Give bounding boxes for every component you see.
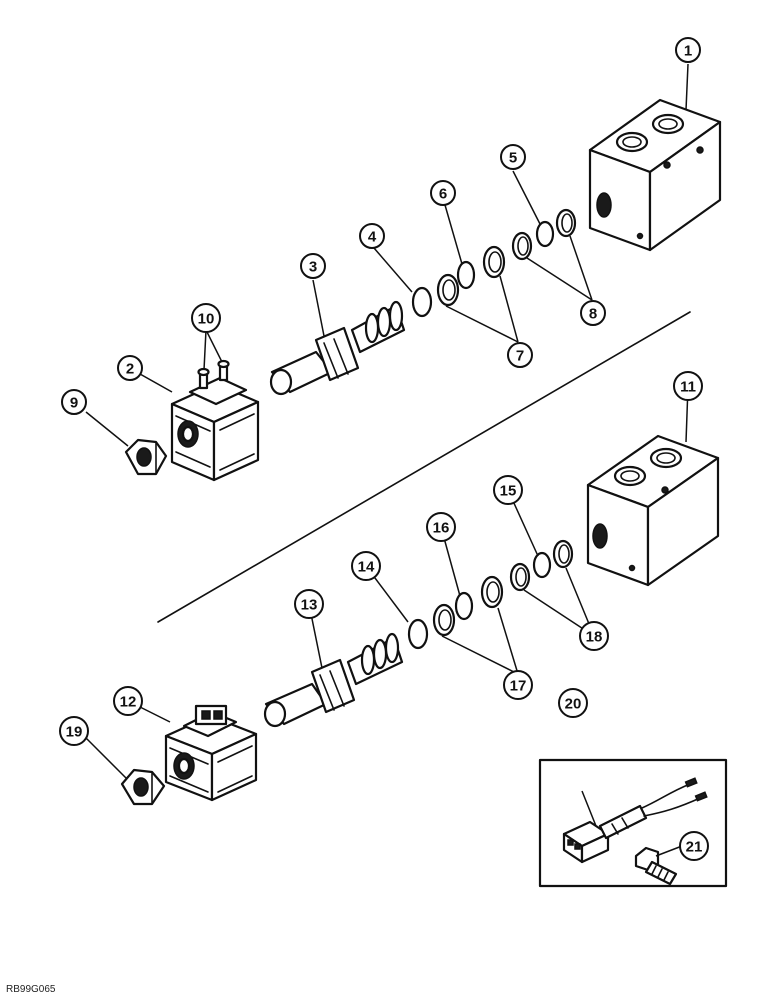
callout-3: 3 — [300, 253, 326, 279]
callout-13: 13 — [294, 589, 324, 619]
callout-circle — [579, 621, 609, 651]
callout-circle — [507, 342, 533, 368]
callout-circle — [300, 253, 326, 279]
callout-circle — [426, 512, 456, 542]
nut-lower — [120, 768, 166, 806]
callout-2: 2 — [117, 355, 143, 381]
callout-20: 20 — [558, 688, 588, 718]
callout-circle — [558, 688, 588, 718]
callout-circle — [61, 389, 87, 415]
callout-label: 19 — [66, 724, 83, 741]
callout-circle — [673, 371, 703, 401]
assembly-divider-line — [157, 311, 691, 623]
callout-circle — [430, 180, 456, 206]
callout-circle — [503, 670, 533, 700]
callout-circle — [359, 223, 385, 249]
callout-label: 11 — [680, 379, 696, 396]
callout-11: 11 — [673, 371, 703, 401]
callout-label: 1 — [684, 43, 692, 60]
callout-19: 19 — [59, 716, 89, 746]
seal-rings-lower — [407, 539, 574, 650]
callout-label: 6 — [439, 186, 447, 203]
callout-6: 6 — [430, 180, 456, 206]
callout-5: 5 — [500, 144, 526, 170]
coil-terminals-upper — [188, 359, 248, 406]
valve-body-upper — [588, 98, 722, 252]
callout-circle — [679, 831, 709, 861]
solenoid-coil-upper — [170, 382, 260, 482]
callout-7: 7 — [507, 342, 533, 368]
callout-circle — [113, 686, 143, 716]
callout-17: 17 — [503, 670, 533, 700]
callout-circle — [351, 551, 381, 581]
callout-10: 10 — [191, 303, 221, 333]
callout-label: 5 — [509, 150, 517, 167]
callout-label: 14 — [358, 559, 375, 576]
callout-label: 21 — [686, 839, 703, 856]
callout-label: 18 — [586, 629, 603, 646]
valve-body-lower — [586, 434, 720, 587]
wiring-harness-connector — [562, 777, 708, 864]
callout-15: 15 — [493, 475, 523, 505]
callout-1: 1 — [675, 37, 701, 63]
callout-label: 12 — [120, 694, 137, 711]
callout-label: 10 — [198, 311, 215, 328]
callout-8: 8 — [580, 300, 606, 326]
callout-label: 7 — [516, 348, 524, 365]
callout-14: 14 — [351, 551, 381, 581]
callout-9: 9 — [61, 389, 87, 415]
callout-label: 16 — [433, 520, 450, 537]
callout-4: 4 — [359, 223, 385, 249]
callout-label: 17 — [510, 678, 527, 695]
callout-circle — [580, 300, 606, 326]
callout-21: 21 — [679, 831, 709, 861]
callout-circle — [294, 589, 324, 619]
callout-label: 2 — [126, 361, 134, 378]
callout-label: 20 — [565, 696, 582, 713]
valve-cartridge-upper — [269, 300, 406, 396]
callout-circle — [675, 37, 701, 63]
callout-label: 13 — [301, 597, 318, 614]
callout-16: 16 — [426, 512, 456, 542]
callout-label: 4 — [368, 229, 377, 246]
callout-circle — [500, 144, 526, 170]
callout-label: 9 — [70, 395, 78, 412]
seal-rings-upper — [411, 208, 577, 318]
coil-connector-lower — [182, 704, 238, 738]
callout-label: 3 — [309, 259, 317, 276]
callout-12: 12 — [113, 686, 143, 716]
callout-18: 18 — [579, 621, 609, 651]
nut-upper — [124, 438, 168, 476]
callout-circle — [59, 716, 89, 746]
callout-label: 8 — [589, 306, 597, 323]
callout-label: 15 — [500, 483, 517, 500]
callout-circle — [493, 475, 523, 505]
callout-circle — [191, 303, 221, 333]
mounting-bolt — [634, 846, 678, 886]
figure-code: RB99G065 — [6, 984, 56, 995]
valve-cartridge-lower — [263, 632, 404, 728]
callout-circle — [117, 355, 143, 381]
